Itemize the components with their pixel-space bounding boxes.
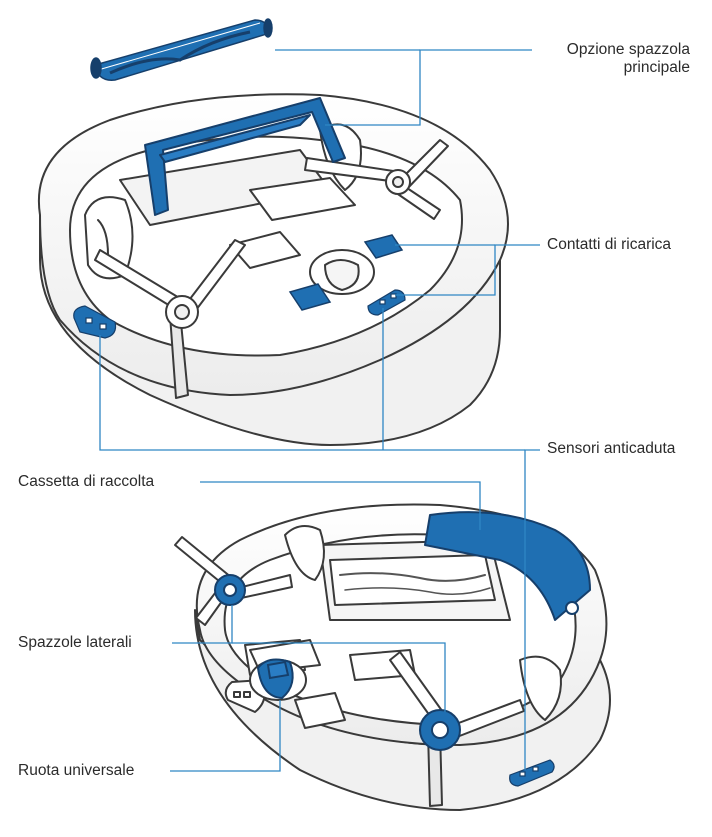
side-brush-bottom-right: [389, 651, 525, 807]
robot-bottom: [194, 503, 611, 811]
leader-wheel: [170, 700, 281, 772]
label-main-brush-line2: principale: [623, 59, 690, 76]
leader-lines: [99, 49, 540, 772]
side-brush-bottom-left: [174, 536, 293, 626]
label-cliff-sensors: Sensori anticaduta: [547, 440, 676, 457]
universal-wheel: [249, 658, 307, 701]
cliff-sensor-bottom: [509, 759, 555, 787]
label-charging-contacts: Contatti di ricarica: [547, 236, 672, 253]
leader-main-brush: [325, 49, 532, 126]
cliff-sensors-top: [73, 289, 406, 339]
main-brush-roll: [90, 18, 273, 81]
side-brush-top-left: [94, 239, 246, 399]
side-brush-top-right: [304, 139, 449, 220]
leader-charging: [395, 244, 540, 296]
dustbin-cover: [424, 511, 591, 621]
brush-frame: [144, 97, 346, 216]
brush-grille: [329, 554, 496, 606]
leader-dustbin: [200, 481, 481, 530]
label-universal-wheel: Ruota universale: [18, 762, 135, 779]
charging-contacts: [288, 234, 404, 311]
label-main-brush-line1: Opzione spazzola: [566, 41, 690, 58]
label-side-brushes: Spazzole laterali: [18, 634, 132, 651]
label-main-brush: Opzione spazzola principale: [510, 41, 690, 77]
label-dustbin: Cassetta di raccolta: [18, 473, 155, 490]
